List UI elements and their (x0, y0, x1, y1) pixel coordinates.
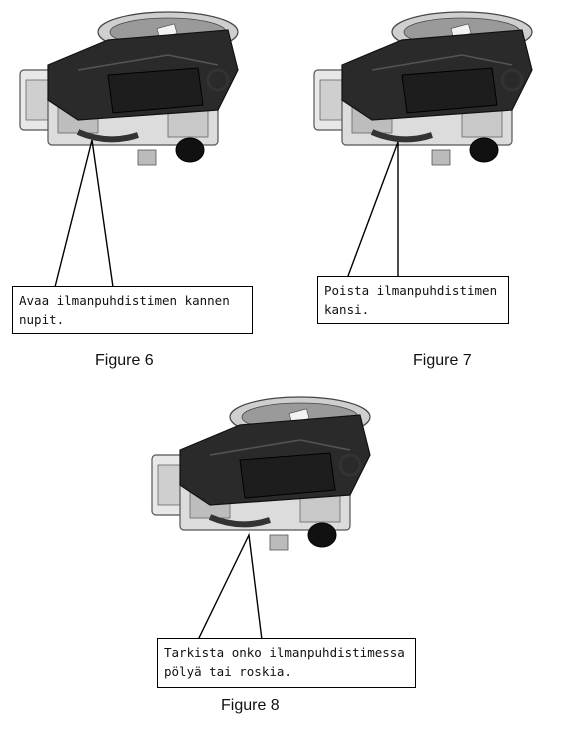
figure-7-caption: Figure 7 (413, 352, 472, 369)
callout-fig6: Avaa ilmanpuhdistimen kannen nupit. (12, 286, 253, 334)
figure-8-caption: Figure 8 (221, 697, 280, 714)
leader-line-fig6 (54, 139, 114, 288)
leader-line-fig8 (197, 532, 263, 641)
figure-6-caption: Figure 6 (95, 352, 154, 369)
callout-fig8: Tarkista onko ilmanpuhdistimessa pölyä t… (157, 638, 416, 688)
leader-line-fig7 (347, 141, 399, 277)
callout-fig7: Poista ilmanpuhdistimen kansi. (317, 276, 509, 324)
